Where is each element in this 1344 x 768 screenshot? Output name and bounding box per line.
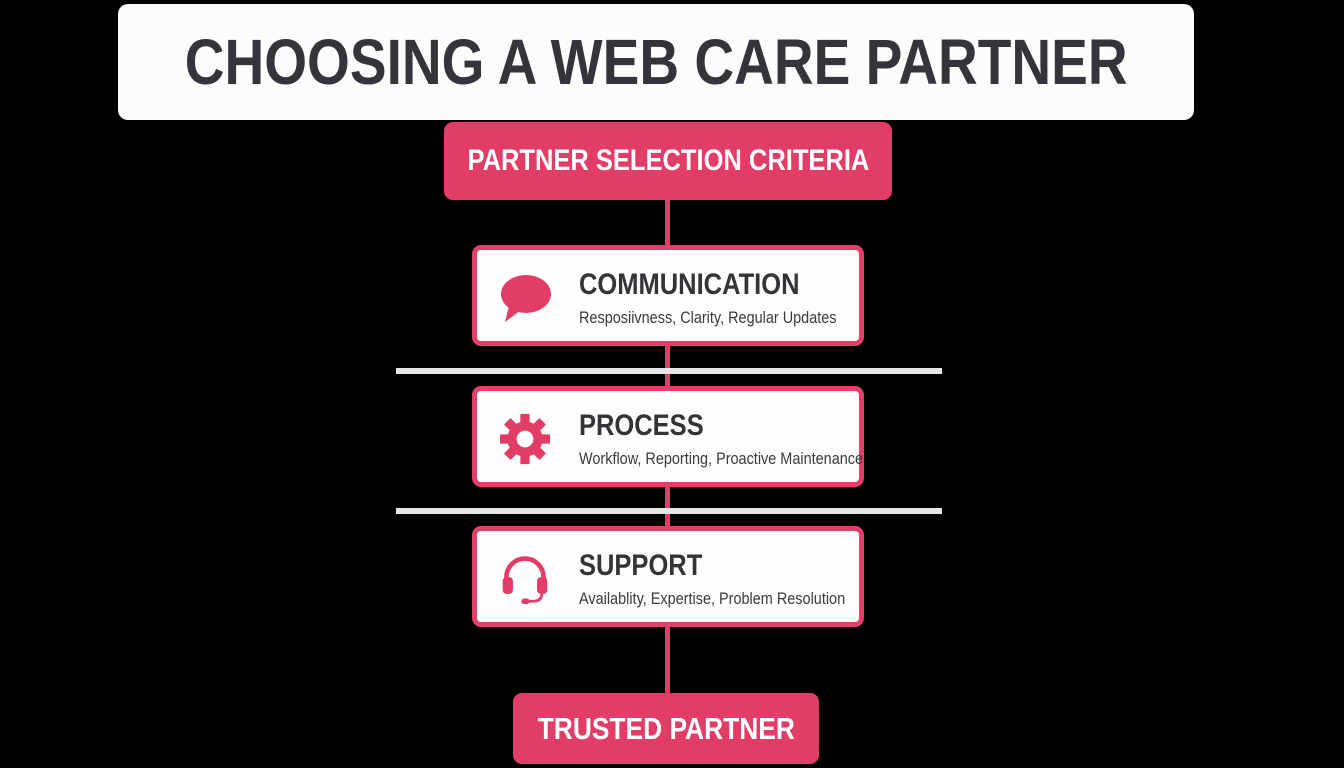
result-node-label: TRUSTED PARTNER	[537, 710, 795, 746]
header-node-partner-selection-criteria: PARTNER SELECTION CRITERIA	[444, 122, 892, 200]
connector-line	[665, 626, 670, 694]
criteria-card-process: PROCESS Workflow, Reporting, Proactive M…	[472, 386, 864, 487]
page-title: CHOOSING A WEB CARE PARTNER	[184, 26, 1128, 98]
criteria-card-support: SUPPORT Availablity, Expertise, Problem …	[472, 526, 864, 627]
criteria-subtitle: Resposiivness, Clarity, Regular Updates	[579, 308, 837, 327]
gear-icon	[497, 413, 553, 465]
criteria-card-communication: COMMUNICATION Resposiivness, Clarity, Re…	[472, 245, 864, 346]
connector-line	[665, 200, 670, 246]
criteria-subtitle: Availablity, Expertise, Problem Resoluti…	[579, 589, 846, 608]
section-divider	[396, 368, 942, 374]
title-banner: CHOOSING A WEB CARE PARTNER	[118, 4, 1194, 120]
criteria-title: SUPPORT	[579, 549, 703, 582]
connector-line	[665, 345, 670, 388]
criteria-title: COMMUNICATION	[579, 268, 800, 301]
speech-bubble-icon	[497, 272, 553, 324]
criteria-title: PROCESS	[579, 409, 704, 442]
section-divider	[396, 508, 942, 514]
connector-line	[665, 486, 670, 528]
headset-icon	[497, 553, 553, 605]
criteria-subtitle: Workflow, Reporting, Proactive Maintenan…	[579, 449, 864, 468]
result-node-trusted-partner: TRUSTED PARTNER	[513, 693, 819, 764]
header-node-label: PARTNER SELECTION CRITERIA	[467, 144, 869, 177]
